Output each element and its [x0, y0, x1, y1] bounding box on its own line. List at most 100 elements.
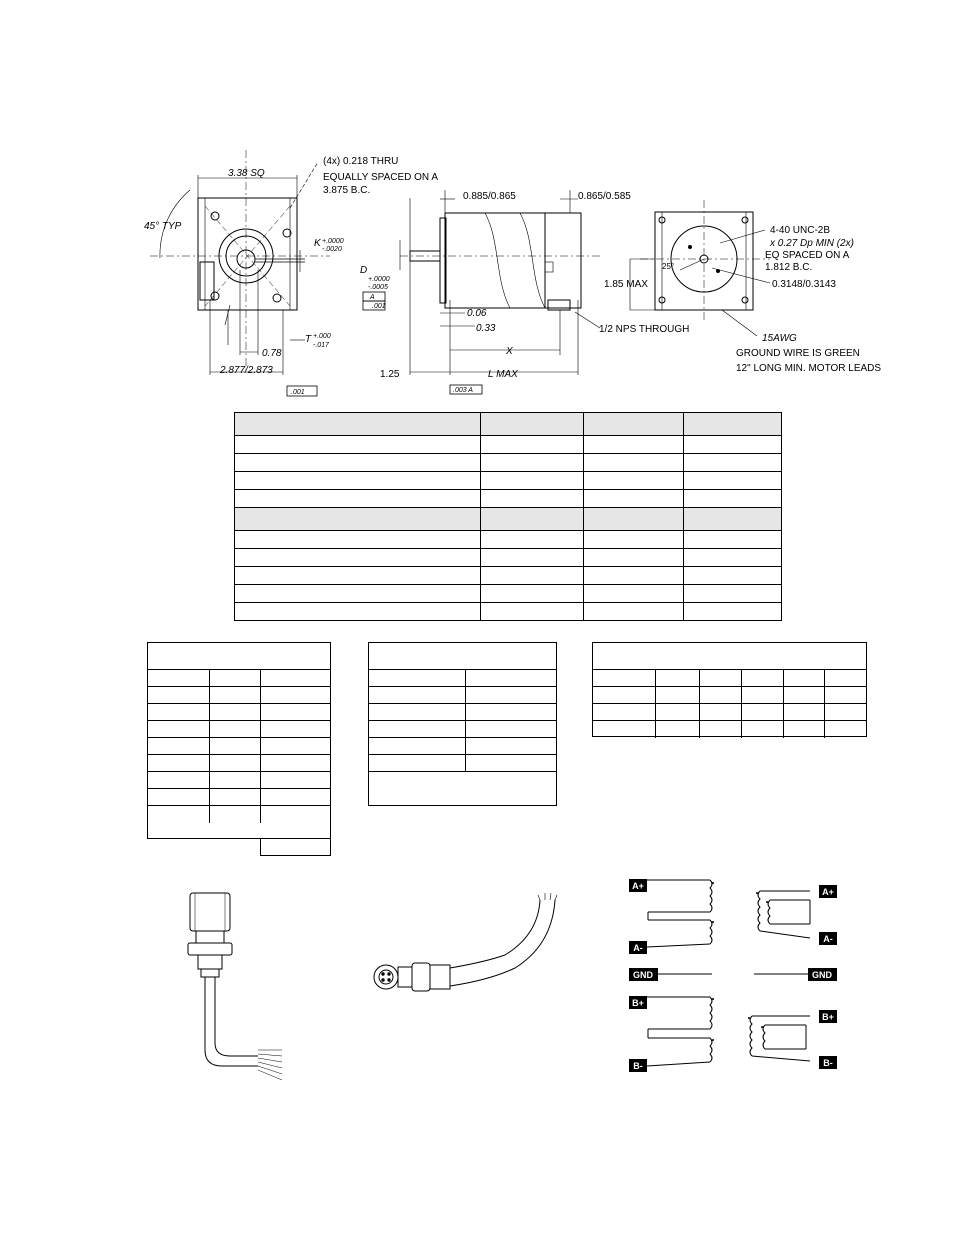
label-a-minus-right: A-	[819, 932, 837, 945]
hole-label-2: EQUALLY SPACED ON A	[323, 172, 438, 183]
typ-label: 45° TYP	[144, 221, 182, 232]
table-row	[148, 721, 330, 738]
table-row	[148, 687, 330, 704]
table-title	[148, 643, 330, 670]
table-row	[369, 704, 556, 721]
l-label: L MAX	[488, 369, 518, 380]
wire-table-right	[592, 642, 867, 738]
svg-text:A-: A-	[633, 943, 643, 953]
svg-text:B+: B+	[822, 1012, 834, 1022]
angle-label: 25°	[662, 262, 674, 271]
hole-label-3: 3.875 B.C.	[323, 185, 370, 196]
table-row	[148, 806, 330, 823]
unc-3: EQ SPACED ON A	[765, 250, 850, 261]
sq-label: 3.38 SQ	[228, 168, 265, 179]
leads-label: 12" LONG MIN. MOTOR LEADS	[736, 363, 881, 374]
svg-text:A+: A+	[632, 881, 644, 891]
svg-text:A-: A-	[823, 934, 833, 944]
table-row	[234, 435, 782, 454]
table-header	[593, 670, 866, 687]
unc-2: x 0.27 Dp MIN (2x)	[769, 238, 854, 249]
max-label: 1.85 MAX	[604, 279, 648, 290]
dim-top-left: 0.885/0.865	[463, 191, 516, 202]
nps-label: 1/2 NPS THROUGH	[599, 324, 689, 335]
table-row	[593, 704, 866, 721]
table-row	[234, 471, 782, 490]
side-tol-box: .003 A	[453, 387, 473, 394]
wire-table-middle	[368, 642, 557, 806]
table-row	[234, 584, 782, 603]
dim-2877: 2.877/2.873	[219, 365, 273, 376]
svg-text:B+: B+	[632, 998, 644, 1008]
table-row	[148, 755, 330, 772]
table-row	[593, 721, 866, 738]
table-header	[369, 670, 556, 687]
table-row	[148, 789, 330, 806]
hole-label-1: (4x) 0.218 THRU	[323, 156, 398, 167]
cable-drawings	[187, 892, 558, 1081]
t-tol-plus: +.000	[313, 333, 331, 340]
x-label: X	[505, 346, 513, 357]
table-row	[148, 738, 330, 755]
k-tol-plus: +.0000	[322, 238, 344, 245]
unc-4: 1.812 B.C.	[765, 262, 812, 273]
table-title	[369, 643, 556, 670]
table-note-row	[369, 772, 556, 805]
ground-label: GROUND WIRE IS GREEN	[736, 348, 860, 359]
t-label: T	[305, 334, 312, 345]
table-row	[369, 738, 556, 755]
svg-text:B-: B-	[633, 1061, 643, 1071]
k-label: K	[314, 238, 322, 249]
datum-tol: .001	[372, 303, 386, 310]
d-label: D	[360, 265, 367, 276]
label-b-minus-left: B-	[629, 1059, 647, 1072]
front-view	[150, 150, 330, 397]
svg-text:B-: B-	[823, 1058, 833, 1068]
unc-1: 4-40 UNC-2B	[770, 225, 830, 236]
table-row	[234, 548, 782, 567]
table-row	[234, 602, 782, 621]
table-row	[369, 721, 556, 738]
dim-078: 0.78	[262, 348, 282, 359]
table-row	[369, 687, 556, 704]
table-row	[234, 530, 782, 549]
t-tol-minus: -.017	[313, 342, 330, 349]
dim-125: 1.25	[380, 369, 400, 380]
table-row	[593, 687, 866, 704]
table-row	[234, 453, 782, 472]
front-tol-box: .001	[291, 389, 305, 396]
table-row	[234, 489, 782, 508]
wire-table-left	[147, 642, 331, 839]
wiring-diagram: A+ A- GND B+ B- A+ A- GND B+ B-	[629, 879, 837, 1072]
label-gnd-right: GND	[808, 968, 837, 981]
dimension-drawing: 3.38 SQ 45° TYP (4x) 0.218 THRU EQUALLY …	[144, 150, 881, 397]
svg-text:A+: A+	[822, 887, 834, 897]
svg-text:GND: GND	[812, 970, 833, 980]
dim-006: 0.06	[467, 308, 487, 319]
table-title	[593, 643, 866, 670]
label-gnd-left: GND	[629, 968, 658, 981]
wire-table-left-extra-cell	[260, 838, 331, 856]
d-tol-plus: +.0000	[368, 276, 390, 283]
table-row	[369, 755, 556, 772]
spec-header-row	[234, 412, 782, 436]
label-a-plus-right: A+	[819, 885, 837, 898]
table-row	[148, 704, 330, 721]
rear-view	[629, 200, 771, 337]
dim-033: 0.33	[476, 323, 496, 334]
table-row	[234, 566, 782, 585]
side-view	[362, 190, 601, 395]
datum-a: A	[369, 294, 375, 301]
label-a-minus-left: A-	[629, 941, 647, 954]
spec-header-row	[234, 507, 782, 531]
awg-label: 15AWG	[762, 333, 797, 344]
label-b-plus-left: B+	[629, 996, 647, 1009]
svg-text:GND: GND	[633, 970, 654, 980]
k-tol-minus: -.0020	[322, 246, 342, 253]
label-a-plus-left: A+	[629, 879, 647, 892]
table-header	[148, 670, 330, 687]
angled-connector-cable	[373, 892, 558, 992]
dim-top-right: 0.865/0.585	[578, 191, 631, 202]
table-row	[148, 772, 330, 789]
d-tol-minus: -.0005	[368, 284, 388, 291]
